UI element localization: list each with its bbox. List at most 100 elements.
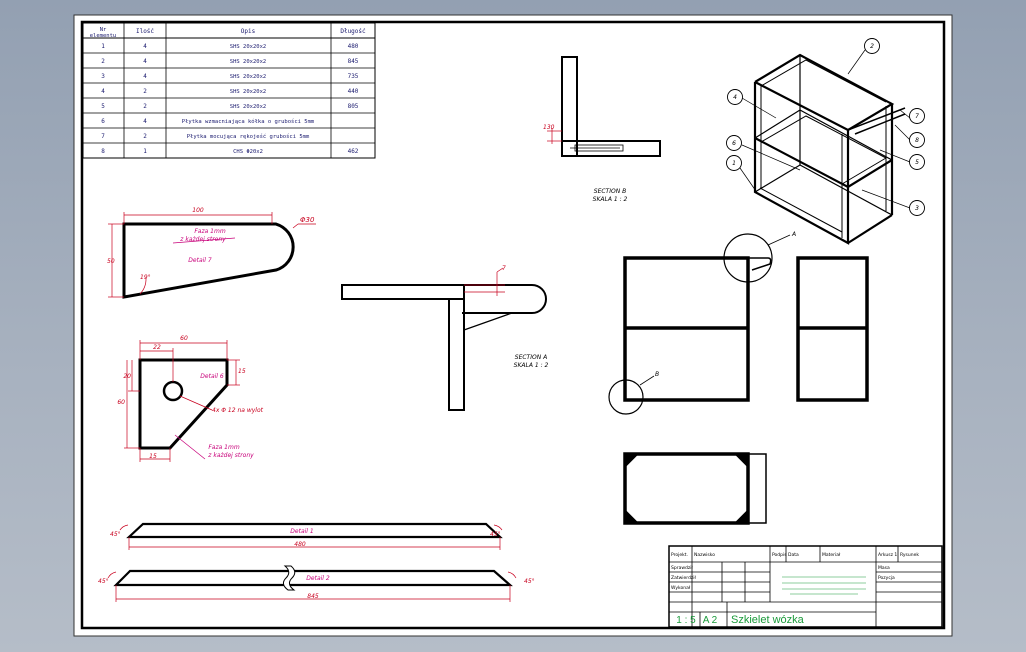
title-block-cell: Data	[788, 552, 799, 558]
bom-cell: 805	[348, 103, 359, 110]
bom-cell: SHS 20x20x2	[230, 89, 266, 95]
dim-15b: 15	[149, 453, 157, 460]
dim-r30: Φ30	[300, 216, 315, 224]
section-a-label: SECTION A	[515, 354, 547, 361]
title-format: A 2	[703, 615, 718, 626]
section-a-scale: SKALA 1 : 2	[514, 362, 549, 369]
bevel-note-6b: z każdej strony	[207, 452, 254, 459]
detail-6-dims	[124, 340, 240, 462]
dim-45b: 45°	[490, 531, 501, 538]
bom-header-qty: Ilość	[136, 28, 154, 35]
title-block-cell: Podpis	[772, 552, 787, 558]
detail-1-dims	[119, 524, 503, 550]
bom-header-desc: Opis	[241, 28, 256, 35]
bom-cell: 480	[348, 43, 359, 50]
title-block-cell: Rysunek	[900, 552, 919, 558]
balloon-leaders	[739, 49, 911, 209]
detail-6-label: Detail 6	[200, 373, 224, 380]
bom-cell: 735	[348, 73, 359, 80]
bom-cell: 2	[143, 103, 147, 110]
section-b-label: SECTION B	[594, 188, 626, 195]
view-b-label: B	[655, 371, 659, 378]
title-block-centre	[782, 576, 866, 595]
bom-cell: 462	[348, 148, 359, 155]
bom-cell: 845	[348, 58, 359, 65]
section-b-dim	[547, 128, 562, 144]
balloon	[726, 155, 742, 171]
balloon	[909, 108, 925, 124]
bom-cell: Płytka wzmacniająca kółka o grubości 5mm	[182, 118, 315, 125]
dim-15a: 15	[238, 368, 246, 375]
bom-cell: SHS 20x20x2	[230, 74, 266, 80]
detail-7-label: Detail 7	[188, 257, 212, 264]
balloon-number: 6	[732, 140, 736, 147]
detail-circle-b	[608, 379, 644, 415]
balloon-number: 1	[732, 160, 736, 167]
section-b-view	[561, 56, 661, 157]
top-view	[623, 452, 767, 525]
title-block	[668, 545, 943, 628]
title-block-cell: Pozycja	[878, 575, 895, 581]
bom-cell: SHS 20x20x2	[230, 44, 266, 50]
dim-22: 22	[153, 344, 161, 351]
bom-cell: 4	[143, 118, 147, 125]
drawing-frame	[80, 20, 946, 630]
bevel-leader-7	[172, 237, 236, 244]
bom-cell: 2	[143, 133, 147, 140]
bom-cell: 2	[143, 88, 147, 95]
balloon	[864, 38, 880, 54]
bevel-note-6a: Faza 1mm	[208, 444, 240, 451]
bom-cell: 7	[101, 133, 105, 140]
bom-cell: 4	[143, 43, 147, 50]
dim-130: 130	[543, 124, 555, 131]
bom-header-len: Długość	[340, 28, 366, 35]
title-scale: 1 : 5	[676, 615, 696, 626]
balloon	[726, 135, 742, 151]
dim-45a: 45°	[110, 531, 121, 538]
dim-20: 20	[123, 373, 131, 380]
bevel-note-7a: Faza 1mm	[194, 228, 226, 235]
balloon-number: 4	[733, 94, 737, 101]
bom-cell: 8	[101, 148, 105, 155]
title-block-cell: Masa	[878, 565, 890, 571]
dim-845: 845	[307, 593, 319, 600]
title-block-cell: Arkusz 1	[878, 552, 897, 558]
title-block-cell: Nazwisko	[694, 552, 715, 558]
detail-circle-a	[723, 233, 773, 283]
bom-cell: 2	[101, 58, 105, 65]
dim-45c: 45°	[98, 578, 109, 585]
balloon	[909, 200, 925, 216]
detail-2-break	[282, 565, 296, 591]
detail-1-label: Detail 1	[290, 528, 313, 535]
front-view	[623, 256, 750, 402]
bom-cell: SHS 20x20x2	[230, 104, 266, 110]
front-view-handle	[748, 257, 772, 271]
bevel-leader-6	[174, 434, 206, 460]
bevel-note-7b: z każdej strony	[179, 236, 226, 243]
dim-100: 100	[192, 207, 204, 214]
bom-cell: 4	[143, 73, 147, 80]
section-b-scale: SKALA 1 : 2	[593, 196, 628, 203]
bom-cell: 3	[101, 73, 105, 80]
bom-header-nr: Nr	[100, 27, 107, 33]
title-block-cell: Materiał	[822, 552, 841, 558]
balloon	[909, 154, 925, 170]
bom-cell: 1	[101, 43, 105, 50]
detail-7-plate	[122, 222, 295, 299]
isometric-view	[753, 53, 906, 245]
bom-cell: SHS 20x20x2	[230, 59, 266, 65]
bom-cell: 4	[101, 88, 105, 95]
dim-60h: 60	[117, 399, 125, 406]
bom-cell: 1	[143, 148, 147, 155]
bom-cell: 6	[101, 118, 105, 125]
balloon	[727, 89, 743, 105]
side-view	[796, 256, 869, 402]
dim-7: 7	[502, 265, 506, 272]
dim-50: 50	[107, 258, 115, 265]
bom-cell: Płytka mocująca rękojeść grubości 5mm	[187, 133, 310, 140]
bom-cell: 4	[143, 58, 147, 65]
balloon-number: 7	[915, 113, 919, 120]
hole-note: 4x Φ 12 na wylot	[212, 407, 264, 414]
